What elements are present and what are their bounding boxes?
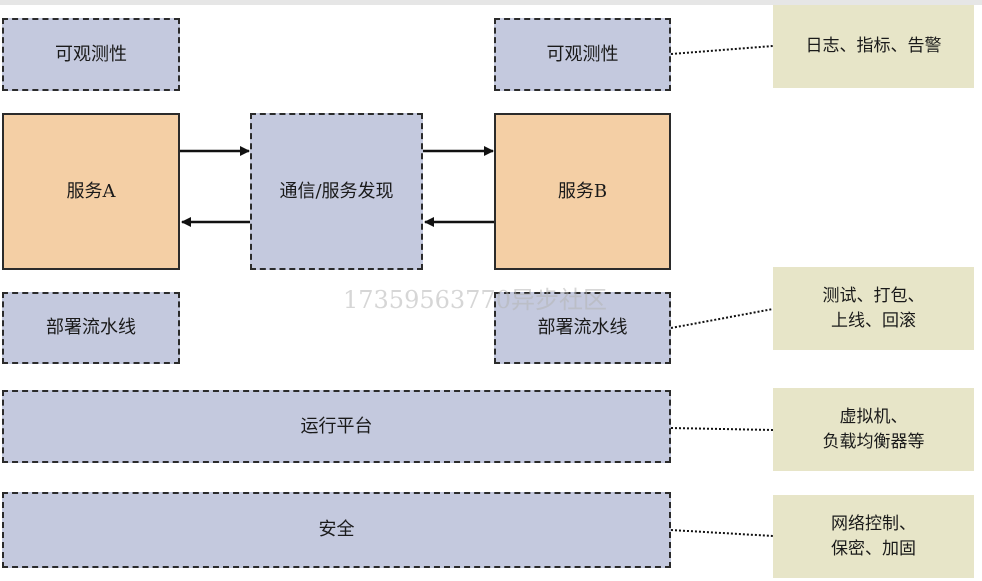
note-security: 网络控制、 保密、加固 [773, 495, 974, 578]
communication-box: 通信/服务发现 [250, 113, 423, 270]
pipeline-box-left: 部署流水线 [2, 292, 180, 364]
note-pipeline-text: 测试、打包、 上线、回滚 [822, 285, 925, 331]
service-b-label: 服务B [557, 180, 608, 202]
note-security-text: 网络控制、 保密、加固 [831, 513, 916, 559]
runtime-platform-label: 运行平台 [300, 415, 373, 437]
security-box: 安全 [2, 492, 671, 568]
security-label: 安全 [318, 519, 355, 540]
observability-box-left: 可观测性 [2, 18, 180, 91]
service-b-box: 服务B [494, 113, 671, 270]
pipeline-label-right: 部署流水线 [537, 317, 628, 338]
pipeline-box-right: 部署流水线 [494, 292, 671, 364]
dotted-runtime-note [670, 427, 774, 431]
note-pipeline: 测试、打包、 上线、回滚 [773, 267, 974, 350]
note-observability-text: 日志、指标、告警 [805, 36, 942, 56]
service-a-box: 服务A [2, 113, 180, 270]
note-runtime-text: 虚拟机、 负载均衡器等 [822, 406, 925, 452]
dotted-obs-note [670, 45, 774, 55]
communication-label: 通信/服务发现 [279, 180, 394, 202]
pipeline-label-left: 部署流水线 [46, 317, 136, 338]
service-a-label: 服务A [66, 180, 116, 202]
runtime-platform-box: 运行平台 [2, 390, 671, 463]
observability-box-right: 可观测性 [494, 18, 671, 91]
dotted-security-note [670, 529, 774, 537]
observability-label-left: 可观测性 [55, 43, 127, 65]
observability-label-right: 可观测性 [546, 43, 619, 65]
note-observability: 日志、指标、告警 [773, 5, 974, 88]
note-runtime: 虚拟机、 负载均衡器等 [773, 388, 974, 471]
dotted-pipe-note [670, 308, 774, 329]
